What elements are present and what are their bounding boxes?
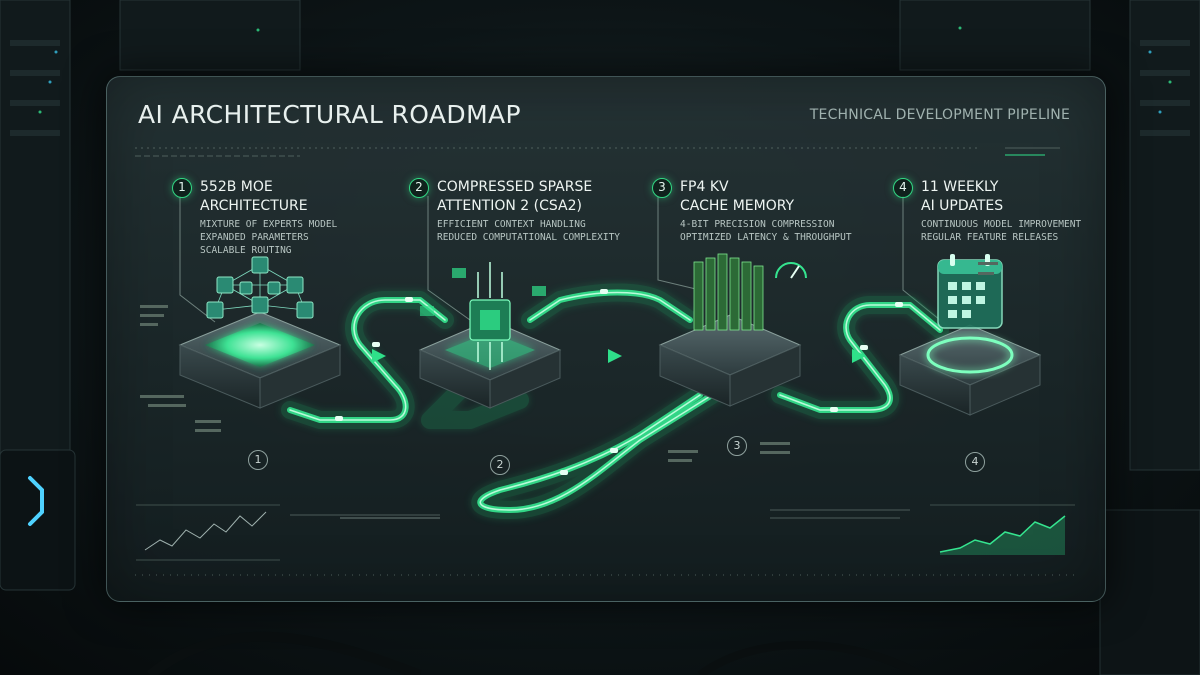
stage-title-line: 552B MOE [200,179,273,195]
stage-detail-line: SCALABLE ROUTING [200,245,292,256]
flow-arrow-icon [852,349,866,363]
stage-1-platform [178,256,342,409]
pipeline-track [281,283,949,519]
mini-chart-left [136,504,280,561]
flow-arrow-icon [372,349,386,363]
stage-1-footer-marker: 1 [248,450,268,470]
status-bars [135,509,1075,576]
memory-modules-icon [693,253,764,331]
stage-detail-line: MIXTURE OF EXPERTS MODEL [200,219,338,230]
stage-detail-line: EXPANDED PARAMETERS [200,232,309,243]
mini-chart-right [930,504,1075,555]
calendar-icon [937,254,1003,329]
stage-detail-line: EFFICIENT CONTEXT HANDLING [437,219,586,230]
stage-number-badge: 4 [893,178,913,198]
flow-arrow-icon [608,349,622,363]
page-title: AI ARCHITECTURAL ROADMAP [138,100,522,129]
stage-4-platform [898,254,1042,416]
stage-detail-line: REDUCED COMPUTATIONAL COMPLEXITY [437,232,621,243]
stage-detail-line: OPTIMIZED LATENCY & THROUGHPUT [680,232,852,243]
stage-title-line: COMPRESSED SPARSE [437,179,593,195]
stage-number-badge: 2 [409,178,429,198]
stage-title-line: FP4 KV [680,179,729,195]
cube-network-icon [206,256,314,319]
stage-title-line: AI UPDATES [921,198,1004,214]
gauge-icon [775,262,807,279]
stage-title: 552B MOE ARCHITECTURE [200,178,308,216]
stage-detail-line: CONTINUOUS MODEL IMPROVEMENT [921,219,1082,230]
stage-details: MIXTURE OF EXPERTS MODEL EXPANDED PARAME… [200,218,337,257]
stage-2-platform [418,262,562,409]
processor-chip-icon [420,262,546,370]
stage-detail-line: REGULAR FEATURE RELEASES [921,232,1059,243]
stage-details: EFFICIENT CONTEXT HANDLING REDUCED COMPU… [437,218,620,244]
stage-number-badge: 3 [652,178,672,198]
stage-title: FP4 KV CACHE MEMORY [680,178,794,216]
stage-title-line: CACHE MEMORY [680,198,795,214]
stage-details: 4-BIT PRECISION COMPRESSION OPTIMIZED LA… [680,218,852,244]
stage-title-line: ARCHITECTURE [200,198,308,214]
stage-3-platform [658,253,807,407]
data-packets [335,289,903,475]
stage-number-badge: 1 [172,178,192,198]
stage-details: CONTINUOUS MODEL IMPROVEMENT REGULAR FEA… [921,218,1081,244]
stage-title-line: ATTENTION 2 (CSA2) [437,198,582,214]
stage-detail-line: 4-BIT PRECISION COMPRESSION [680,219,835,230]
decorative-readouts [140,262,998,462]
stage-4-footer-marker: 4 [965,452,985,472]
header-decoration [135,147,1060,157]
stage-2-footer-marker: 2 [490,455,510,475]
flow-arrows [372,349,866,363]
stage-title-line: 11 WEEKLY [921,179,999,195]
page-subtitle: TECHNICAL DEVELOPMENT PIPELINE [809,107,1070,123]
stage-3-footer-marker: 3 [727,436,747,456]
stage-title: COMPRESSED SPARSE ATTENTION 2 (CSA2) [437,178,592,216]
stage-title: 11 WEEKLY AI UPDATES [921,178,1003,216]
